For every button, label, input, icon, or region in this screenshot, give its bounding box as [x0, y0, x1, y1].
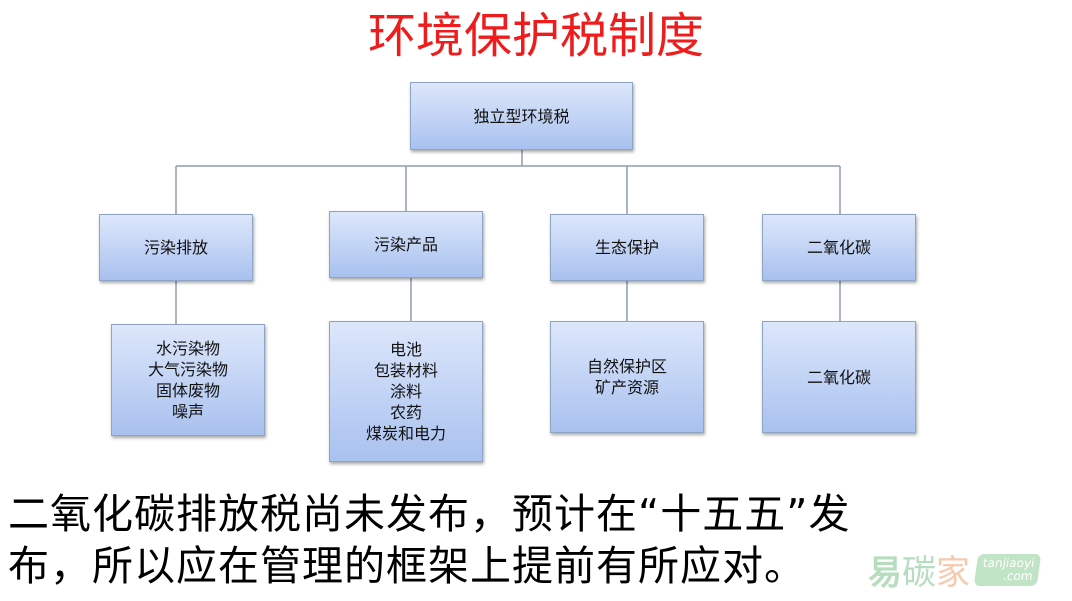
category-node: 污染产品: [329, 211, 483, 278]
detail-item: 矿产资源: [594, 378, 659, 397]
category-label: 污染排放: [143, 238, 208, 257]
category-node: 二氧化碳: [762, 214, 916, 281]
detail-item: 二氧化碳: [806, 367, 871, 387]
detail-item: 涂料: [389, 382, 422, 401]
category-node: 生态保护: [550, 214, 704, 281]
detail-item: 固体废物: [155, 381, 220, 400]
root-label: 独立型环境税: [473, 106, 570, 126]
detail-item: 水污染物: [155, 339, 220, 358]
detail-item: 煤炭和电力: [365, 424, 446, 443]
detail-item: 包装材料: [373, 361, 438, 380]
bottom-note-line: 布，所以应在管理的框架上提前有所应对。: [8, 542, 806, 590]
detail-item: 自然保护区: [586, 357, 667, 376]
detail-item: 大气污染物: [147, 360, 228, 379]
detail-node: 二氧化碳: [762, 321, 916, 433]
category-node: 污染排放: [99, 214, 253, 281]
category-label: 污染产品: [373, 235, 438, 254]
detail-item: 电池: [389, 340, 422, 359]
category-label: 生态保护: [594, 238, 659, 257]
watermark-url-line: .com: [1002, 568, 1034, 583]
watermark-name2: 家: [936, 553, 970, 593]
detail-node: 水污染物 大气污染物 固体废物 噪声: [111, 324, 265, 436]
watermark-name1: 碳: [902, 553, 936, 593]
detail-item: 农药: [389, 403, 422, 422]
slide-title: 环境保护税制度: [367, 8, 704, 64]
root-node: 独立型环境税: [410, 82, 633, 150]
watermark-url-line: tanjiaoyi: [982, 555, 1036, 570]
bottom-note: 二氧化碳排放税尚未发布，预计在“十五五”发 布，所以应在管理的框架上提前有所应对…: [8, 488, 1068, 592]
bottom-note-line: 二氧化碳排放税尚未发布，预计在“十五五”发: [8, 490, 851, 538]
watermark-logo: 易 碳 家 tanjiaoyi .com: [868, 545, 1042, 594]
detail-node: 电池 包装材料 涂料 农药 煤炭和电力: [329, 321, 483, 462]
category-label: 二氧化碳: [806, 238, 871, 257]
watermark-mark: 易: [868, 553, 902, 593]
detail-node: 自然保护区 矿产资源: [550, 321, 704, 433]
watermark-url: tanjiaoyi .com: [973, 553, 1042, 586]
detail-item: 噪声: [171, 402, 204, 421]
